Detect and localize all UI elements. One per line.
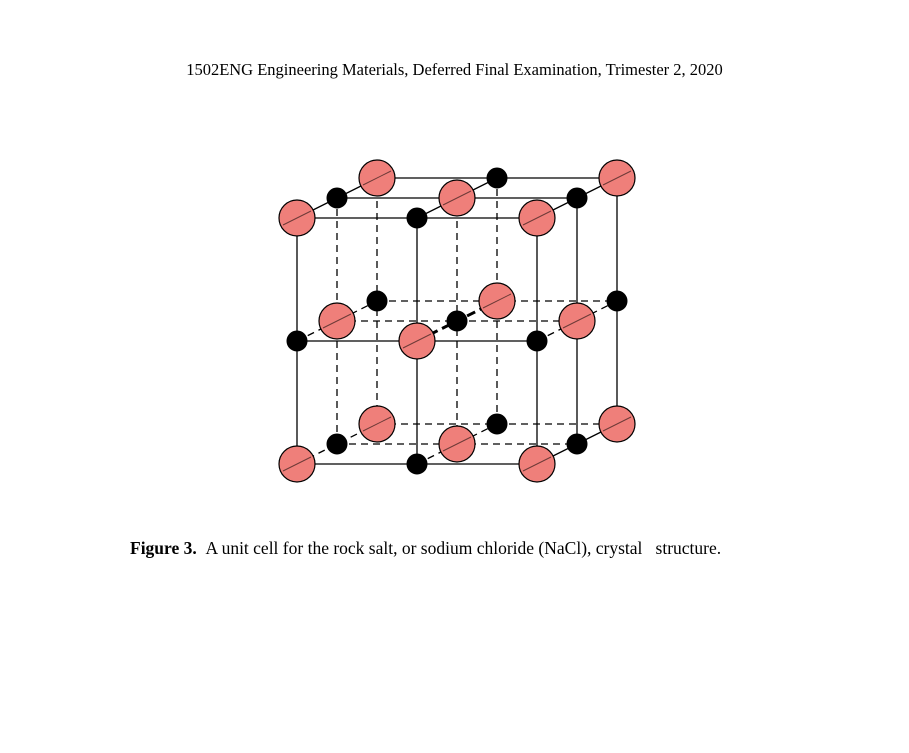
edge-through-ion	[282, 210, 312, 226]
edge-through-ion	[322, 313, 352, 329]
edge-through-ion	[442, 436, 472, 452]
small-ion	[406, 207, 428, 229]
edge-through-ion	[362, 170, 392, 186]
lattice-edge	[536, 300, 618, 342]
small-ion	[286, 330, 308, 352]
small-ion	[566, 433, 588, 455]
edge-through-ion	[402, 333, 432, 349]
figure-caption-label: Figure 3.	[130, 538, 197, 558]
small-ion	[366, 290, 388, 312]
small-ion	[326, 187, 348, 209]
edge-through-ion	[442, 190, 472, 206]
nacl-unit-cell-diagram	[278, 159, 636, 483]
edge-through-ion	[482, 293, 512, 309]
figure-3	[270, 150, 650, 490]
edge-through-ion	[602, 416, 632, 432]
lattice-edge	[296, 300, 378, 342]
small-ion	[486, 413, 508, 435]
small-ion	[446, 310, 468, 332]
figure-caption-text: A unit cell for the rock salt, or sodium…	[205, 538, 722, 558]
figure-caption: Figure 3. A unit cell for the rock salt,…	[130, 538, 890, 559]
small-ion	[326, 433, 348, 455]
edge-through-ion	[522, 210, 552, 226]
edge-through-ion	[602, 170, 632, 186]
lattice-edge	[416, 423, 498, 465]
edge-through-ion	[282, 456, 312, 472]
page-header: 1502ENG Engineering Materials, Deferred …	[186, 60, 723, 79]
small-ion	[526, 330, 548, 352]
small-ion	[486, 167, 508, 189]
edge-through-ion	[522, 456, 552, 472]
edge-through-ion	[362, 416, 392, 432]
small-ion	[566, 187, 588, 209]
small-ion	[406, 453, 428, 475]
edge-through-ion	[562, 313, 592, 329]
small-ion	[606, 290, 628, 312]
